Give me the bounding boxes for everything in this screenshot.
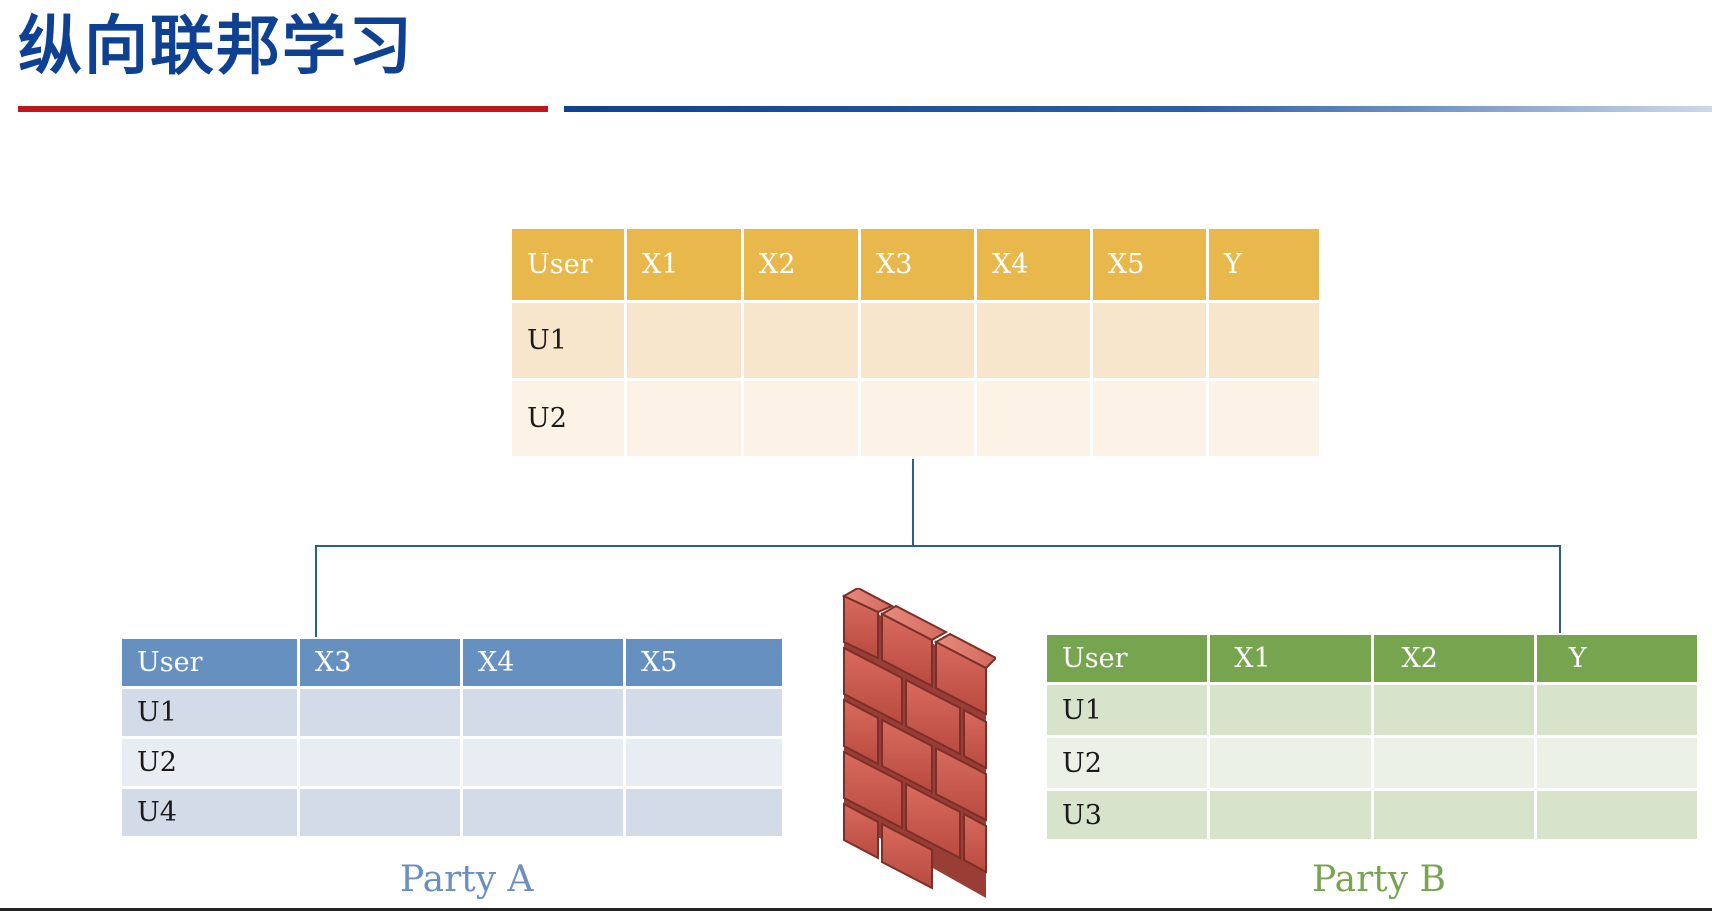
header-cell: X5 xyxy=(626,639,782,686)
bottom-border xyxy=(0,908,1712,911)
empty-cell xyxy=(626,739,782,786)
user-cell: U3 xyxy=(1047,791,1208,839)
empty-cell xyxy=(1093,303,1206,378)
empty-cell xyxy=(1209,303,1319,378)
table-row: U1 xyxy=(512,303,1319,378)
user-cell: U2 xyxy=(122,739,297,786)
user-cell: U2 xyxy=(1047,738,1208,788)
empty-cell xyxy=(861,303,974,378)
header-cell: User xyxy=(1047,635,1208,682)
title-rule-red xyxy=(18,106,548,112)
table-header-row: User X1 X2 X3 X4 X5 Y xyxy=(512,229,1319,300)
user-cell: U4 xyxy=(122,789,297,836)
empty-cell xyxy=(1373,791,1534,839)
empty-cell xyxy=(300,689,460,736)
empty-cell xyxy=(1536,738,1697,788)
empty-cell xyxy=(463,789,623,836)
brick-wall-icon xyxy=(841,588,996,898)
empty-cell xyxy=(977,381,1090,456)
empty-cell xyxy=(1209,381,1319,456)
empty-cell xyxy=(1536,791,1697,839)
table-row: U2 xyxy=(1047,738,1697,788)
header-cell: X4 xyxy=(463,639,623,686)
empty-cell xyxy=(1210,791,1371,839)
empty-cell xyxy=(977,303,1090,378)
empty-cell xyxy=(1210,738,1371,788)
connector-to-party-b xyxy=(1559,545,1561,633)
header-cell: Y xyxy=(1536,635,1697,682)
empty-cell xyxy=(626,789,782,836)
empty-cell xyxy=(463,689,623,736)
empty-cell xyxy=(300,789,460,836)
table-header-row: User X3 X4 X5 xyxy=(122,639,782,686)
empty-cell xyxy=(744,381,858,456)
connector-horizontal xyxy=(315,545,1561,547)
connector-to-party-a xyxy=(315,545,317,637)
header-cell: Y xyxy=(1209,229,1319,300)
user-cell: U1 xyxy=(122,689,297,736)
empty-cell xyxy=(1210,685,1371,735)
table-row: U2 xyxy=(512,381,1319,456)
header-cell: User xyxy=(122,639,297,686)
party-a-table: User X3 X4 X5 U1 U2 U4 xyxy=(119,636,785,839)
table-row: U2 xyxy=(122,739,782,786)
header-cell: X3 xyxy=(861,229,974,300)
header-cell: X3 xyxy=(300,639,460,686)
empty-cell xyxy=(1093,381,1206,456)
empty-cell xyxy=(627,303,741,378)
page-title: 纵向联邦学习 xyxy=(18,10,414,84)
combined-feature-table: User X1 X2 X3 X4 X5 Y U1 U2 xyxy=(509,226,1322,459)
table-header-row: User X1 X2 Y xyxy=(1047,635,1697,682)
header-cell: X5 xyxy=(1093,229,1206,300)
empty-cell xyxy=(1373,685,1534,735)
header-cell: X2 xyxy=(1373,635,1534,682)
header-cell: X1 xyxy=(627,229,741,300)
table-row: U4 xyxy=(122,789,782,836)
empty-cell xyxy=(861,381,974,456)
title-rule-blue xyxy=(564,106,1712,112)
table-row: U1 xyxy=(1047,685,1697,735)
empty-cell xyxy=(1373,738,1534,788)
empty-cell xyxy=(744,303,858,378)
header-cell: X2 xyxy=(744,229,858,300)
user-cell: U1 xyxy=(512,303,624,378)
empty-cell xyxy=(627,381,741,456)
empty-cell xyxy=(626,689,782,736)
party-b-label: Party B xyxy=(1312,859,1446,900)
empty-cell xyxy=(463,739,623,786)
header-cell: User xyxy=(512,229,624,300)
party-a-label: Party A xyxy=(400,859,534,900)
empty-cell xyxy=(300,739,460,786)
user-cell: U1 xyxy=(1047,685,1208,735)
header-cell: X1 xyxy=(1210,635,1371,682)
party-b-table: User X1 X2 Y U1 U2 U3 xyxy=(1044,632,1700,842)
empty-cell xyxy=(1536,685,1697,735)
header-cell: X4 xyxy=(977,229,1090,300)
connector-vertical-top xyxy=(912,459,914,547)
user-cell: U2 xyxy=(512,381,624,456)
table-row: U1 xyxy=(122,689,782,736)
table-row: U3 xyxy=(1047,791,1697,839)
